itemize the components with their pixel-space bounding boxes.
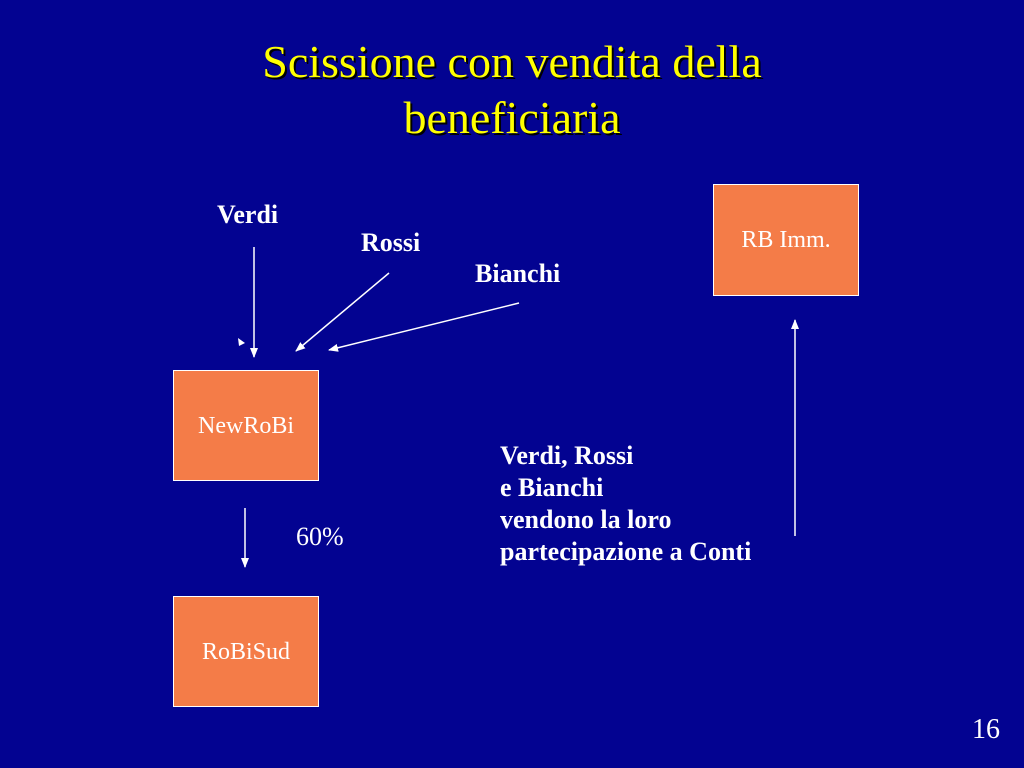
company-box-newrobi: NewRoBi xyxy=(173,370,319,481)
title-line-1: Scissione con vendita della xyxy=(262,36,762,87)
title-line-2: beneficiaria xyxy=(403,92,621,143)
company-label-newrobi: NewRoBi xyxy=(198,413,294,439)
slide-title: Scissione con vendita della beneficiaria xyxy=(0,34,1024,146)
stake-percentage: 60% xyxy=(296,522,344,551)
company-box-rb-imm: RB Imm. xyxy=(713,184,859,296)
shareholder-rossi: Rossi xyxy=(361,228,421,257)
company-label-rb-imm: RB Imm. xyxy=(741,227,831,253)
shareholder-verdi: Verdi xyxy=(217,200,279,229)
sale-note-line-3: vendono la loro xyxy=(500,505,672,534)
page-number: 16 xyxy=(972,714,1000,745)
sale-note-line-2: e Bianchi xyxy=(500,473,604,502)
sale-note-line-1: Verdi, Rossi xyxy=(500,441,634,470)
arrow-bianchi-to-newrobi xyxy=(328,302,520,352)
company-label-robisud: RoBiSud xyxy=(201,639,291,665)
shareholder-bianchi: Bianchi xyxy=(475,259,561,288)
sale-note: Verdi, Rossi e Bianchi vendono la loro p… xyxy=(500,440,751,568)
small-arrowhead-mark xyxy=(238,338,245,346)
arrow-rossi-to-newrobi xyxy=(295,272,390,352)
sale-note-line-4: partecipazione a Conti xyxy=(500,537,752,566)
company-box-robisud: RoBiSud xyxy=(173,596,319,707)
